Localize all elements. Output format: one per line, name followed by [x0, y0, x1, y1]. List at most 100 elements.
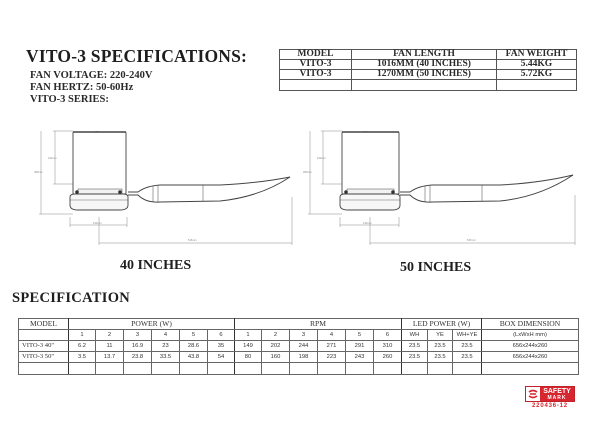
fan-drawing-icon: 175mm 192mm 280mm 193mm 516mm	[34, 130, 293, 246]
cell-fan-weight: 5.72KG	[496, 69, 577, 80]
led-value: 23.5	[427, 340, 453, 352]
rpm-speed-6: 6	[373, 329, 402, 341]
led-ye: YE	[427, 329, 453, 341]
rpm-value: 260	[373, 351, 402, 363]
table-row: VITO-3 50" 3.5 13.7 23.8 33.5 43.8 54 80…	[18, 351, 579, 363]
power-speed-6: 6	[207, 329, 235, 341]
table-row-empty	[279, 79, 577, 91]
empty-cell	[179, 362, 208, 375]
table-row: VITO-3 40" 6.2 11 16.9 23 28.6 35 149 20…	[18, 340, 579, 352]
power-value: 23	[151, 340, 180, 352]
led-value: 23.5	[427, 351, 453, 363]
empty-cell	[481, 362, 579, 375]
table-row-empty	[18, 362, 579, 375]
empty-cell	[207, 362, 235, 375]
empty-cell	[151, 362, 180, 375]
fan-drawing-icon: 175mm 192mm 280mm 193mm 637mm	[303, 130, 576, 246]
dim-base-width: 193mm	[93, 221, 102, 225]
header-rpm: RPM	[234, 318, 402, 330]
power-value: 16.9	[123, 340, 152, 352]
power-speed-5: 5	[179, 329, 208, 341]
box-value: 656x244x260	[481, 340, 579, 352]
empty-cell	[123, 362, 152, 375]
empty-cell	[317, 362, 346, 375]
box-value: 656x244x260	[481, 351, 579, 363]
power-value: 54	[207, 351, 235, 363]
empty-cell	[18, 329, 69, 341]
cell-fan-length: 1270MM (50 INCHES)	[351, 69, 497, 80]
col-model: MODEL	[279, 49, 352, 60]
row-model: VITO-3 50"	[18, 351, 69, 363]
cell-fan-length: 1016MM (40 INCHES)	[351, 59, 497, 70]
table-header-row: MODEL FAN LENGTH FAN WEIGHT	[279, 49, 577, 60]
dim-blade-span: 637mm	[467, 238, 476, 242]
empty-cell	[427, 362, 453, 375]
power-speed-1: 1	[68, 329, 96, 341]
col-fan-weight: FAN WEIGHT	[496, 49, 577, 60]
dim-blade-span: 516mm	[188, 238, 197, 242]
dim-inner-height: 192mm	[317, 156, 326, 160]
power-value: 11	[95, 340, 124, 352]
empty-cell	[289, 362, 318, 375]
power-value: 33.5	[151, 351, 180, 363]
empty-cell	[18, 362, 69, 375]
power-value: 35	[207, 340, 235, 352]
rpm-value: 244	[289, 340, 318, 352]
table-row: VITO-3 1016MM (40 INCHES) 5.44KG	[279, 59, 577, 70]
empty-cell	[234, 362, 262, 375]
empty-cell	[452, 362, 482, 375]
rpm-value: 198	[289, 351, 318, 363]
empty-cell	[261, 362, 290, 375]
safety-label: SAFETY	[543, 388, 571, 395]
page-title: VITO-3 SPECIFICATIONS:	[26, 46, 248, 66]
rpm-speed-3: 3	[289, 329, 318, 341]
safety-number: 220436-12	[532, 403, 568, 409]
cell-model: VITO-3	[279, 69, 352, 80]
series-label: VITO-3 SERIES:	[30, 94, 109, 105]
power-speed-3: 3	[123, 329, 152, 341]
header-power: POWER (W)	[68, 318, 235, 330]
power-value: 3.5	[68, 351, 96, 363]
dim-inner-height: 192mm	[48, 156, 57, 160]
empty-cell	[496, 79, 577, 91]
empty-cell	[401, 362, 428, 375]
diagram-label-40: 40 INCHES	[120, 258, 192, 273]
cell-model: VITO-3	[279, 59, 352, 70]
specification-table: MODEL POWER (W) RPM LED POWER (W) BOX DI…	[18, 318, 579, 375]
rpm-speed-5: 5	[345, 329, 374, 341]
fan-voltage: FAN VOLTAGE: 220-240V	[30, 70, 153, 81]
summary-table: MODEL FAN LENGTH FAN WEIGHT VITO-3 1016M…	[279, 49, 577, 91]
sub-header-row: 1 2 3 4 5 6 1 2 3 4 5 6 WH YE WH+YE (LxW…	[18, 329, 579, 341]
power-value: 28.6	[179, 340, 208, 352]
power-value: 6.2	[68, 340, 96, 352]
power-value: 23.8	[123, 351, 152, 363]
rpm-speed-2: 2	[261, 329, 290, 341]
rpm-value: 243	[345, 351, 374, 363]
led-wh: WH	[401, 329, 428, 341]
empty-cell	[279, 79, 352, 91]
safety-logo-icon	[526, 387, 540, 401]
fan-diagram-40: 175mm 192mm 280mm 193mm 516mm	[20, 125, 300, 246]
header-box-dimension: BOX DIMENSION	[481, 318, 579, 330]
rpm-value: 271	[317, 340, 346, 352]
led-value: 23.5	[452, 340, 482, 352]
empty-cell	[345, 362, 374, 375]
safety-badge: SAFETY MARK	[525, 386, 575, 402]
led-value: 23.5	[452, 351, 482, 363]
rpm-value: 149	[234, 340, 262, 352]
fan-hertz: FAN HERTZ: 50-60Hz	[30, 82, 134, 93]
led-value: 23.5	[401, 340, 428, 352]
group-header-row: MODEL POWER (W) RPM LED POWER (W) BOX DI…	[18, 318, 579, 330]
power-speed-2: 2	[95, 329, 124, 341]
rpm-value: 291	[345, 340, 374, 352]
dim-base-width: 193mm	[363, 221, 372, 225]
col-fan-length: FAN LENGTH	[351, 49, 497, 60]
rpm-value: 80	[234, 351, 262, 363]
dim-total-height: 280mm	[34, 170, 43, 174]
empty-cell	[351, 79, 497, 91]
power-value: 13.7	[95, 351, 124, 363]
rpm-value: 310	[373, 340, 402, 352]
header-led-power: LED POWER (W)	[401, 318, 482, 330]
dim-total-height: 280mm	[303, 170, 312, 174]
power-speed-4: 4	[151, 329, 180, 341]
